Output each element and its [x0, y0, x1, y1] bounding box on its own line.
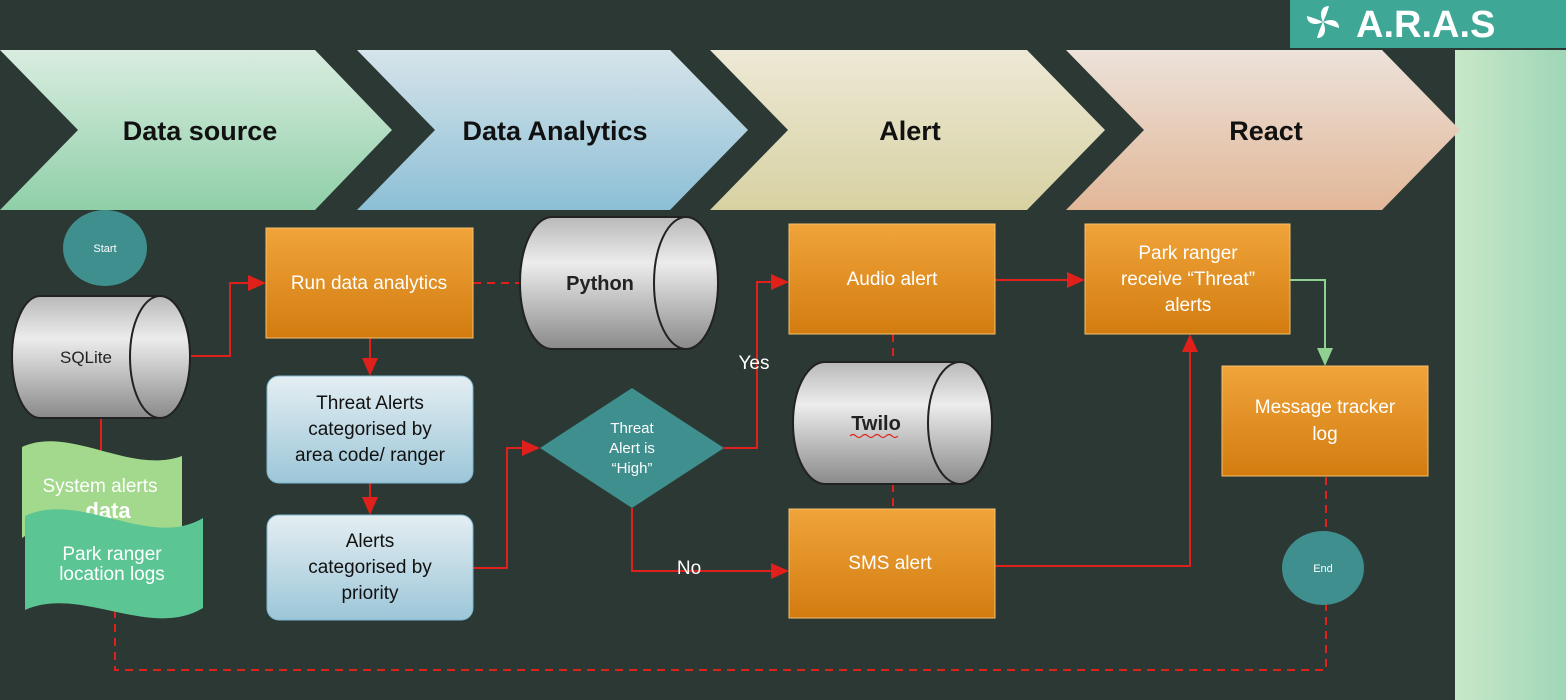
svg-text:receive “Threat”: receive “Threat”	[1121, 269, 1255, 290]
phase-alert: Alert	[710, 50, 1105, 210]
svg-text:Data Analytics: Data Analytics	[462, 116, 647, 146]
svg-text:Park ranger: Park ranger	[1138, 243, 1238, 264]
message-tracker-log-process[interactable]: Message tracker log	[1221, 365, 1429, 477]
pinwheel-icon	[1307, 6, 1339, 38]
svg-text:area code/ ranger: area code/ ranger	[295, 445, 446, 466]
svg-text:Threat: Threat	[610, 420, 654, 437]
threat-alerts-categorised-process[interactable]: Threat Alerts categorised by area code/ …	[266, 375, 474, 484]
svg-text:Start: Start	[93, 243, 116, 255]
phase-data-analytics: Data Analytics	[357, 50, 748, 210]
svg-text:End: End	[1313, 563, 1333, 575]
svg-text:React: React	[1229, 116, 1303, 146]
run-data-analytics-process[interactable]: Run data analytics	[265, 227, 474, 339]
svg-text:Alerts: Alerts	[346, 531, 395, 552]
svg-text:Alert is: Alert is	[609, 440, 655, 457]
svg-text:Threat Alerts: Threat Alerts	[316, 393, 424, 414]
connectors	[100, 272, 1327, 671]
svg-text:System alerts: System alerts	[42, 476, 157, 497]
svg-text:SMS alert: SMS alert	[848, 553, 932, 574]
svg-text:Run data analytics: Run data analytics	[291, 273, 447, 294]
priority-categorised-process[interactable]: Alerts categorised by priority	[266, 514, 474, 621]
sms-alert-process[interactable]: SMS alert	[788, 508, 996, 619]
side-strip	[1455, 50, 1566, 700]
no-label: No	[677, 558, 701, 579]
svg-text:“High”: “High”	[612, 460, 653, 477]
svg-text:log: log	[1312, 424, 1337, 445]
phase-data-source: Data source	[0, 50, 392, 210]
svg-text:alerts: alerts	[1165, 295, 1211, 316]
twilo-database[interactable]: Twilo	[792, 361, 993, 485]
connector-green	[1290, 279, 1333, 366]
svg-text:Data source: Data source	[123, 116, 278, 146]
svg-text:Alert: Alert	[879, 116, 941, 146]
end-terminal[interactable]: End	[1282, 531, 1364, 605]
svg-text:SQLite: SQLite	[60, 348, 112, 367]
logo-text: A.R.A.S	[1356, 4, 1495, 46]
svg-text:Message tracker: Message tracker	[1255, 397, 1396, 418]
spellcheck-underline	[849, 433, 899, 439]
svg-text:priority: priority	[341, 583, 399, 604]
logo: A.R.A.S	[1290, 0, 1566, 48]
svg-text:Python: Python	[566, 273, 634, 295]
python-database[interactable]: Python	[519, 216, 719, 350]
sqlite-database[interactable]: SQLite	[11, 295, 191, 419]
svg-text:categorised by: categorised by	[308, 419, 432, 440]
svg-text:Audio alert: Audio alert	[847, 269, 939, 290]
ranger-location-logs-document[interactable]: Park ranger location logs	[25, 509, 203, 619]
svg-text:Park ranger: Park ranger	[62, 544, 162, 565]
svg-text:Twilo: Twilo	[851, 413, 901, 435]
svg-text:categorised by: categorised by	[308, 557, 432, 578]
svg-text:location logs: location logs	[59, 564, 165, 585]
start-terminal[interactable]: Start	[63, 210, 147, 286]
threat-high-decision[interactable]: Threat Alert is “High”	[540, 388, 724, 508]
phase-react: React	[1066, 50, 1460, 210]
ranger-receive-alerts-process[interactable]: Park ranger receive “Threat” alerts	[1084, 223, 1291, 335]
audio-alert-process[interactable]: Audio alert	[788, 223, 996, 335]
yes-label: Yes	[739, 353, 770, 374]
